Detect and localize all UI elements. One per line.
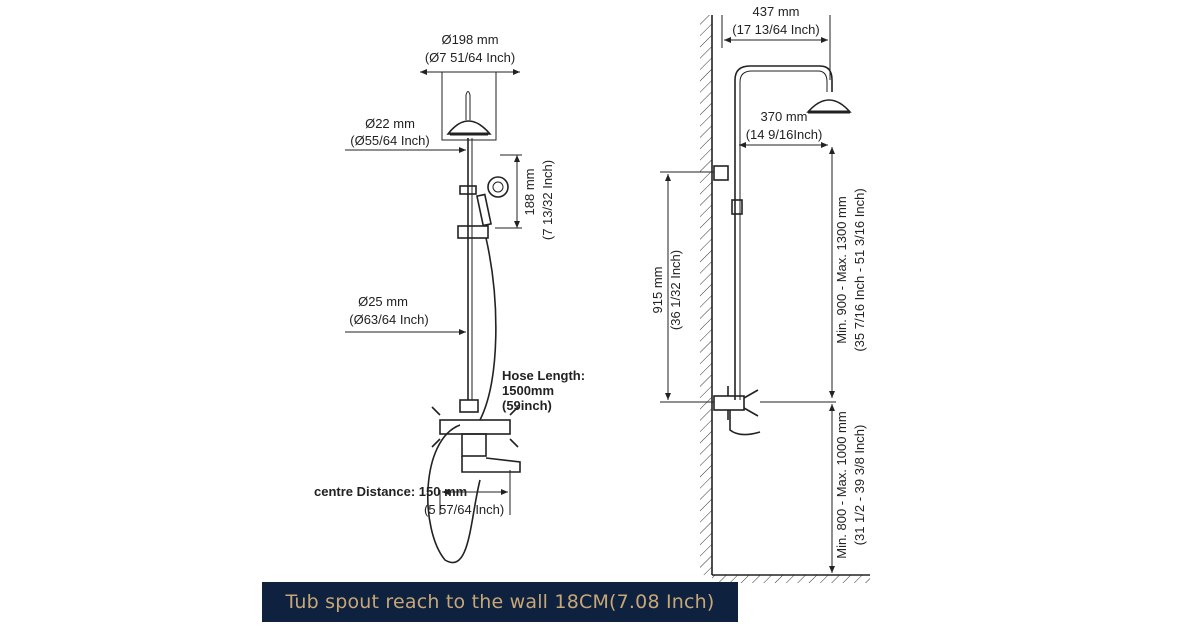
floor (712, 575, 870, 583)
handshower-height-label: 188 mm (522, 169, 537, 216)
side-tub-spout (729, 410, 761, 436)
hose-length-inch: (59inch) (502, 398, 552, 413)
valve-height-inch-label: (31 1/2 - 39 3/8 Inch) (852, 425, 867, 546)
wall (700, 15, 712, 575)
shower-head (446, 91, 492, 136)
side-shower-head (806, 99, 852, 113)
side-view: 437 mm (17 13/64 Inch) 370 mm (14 9/16In… (650, 4, 870, 583)
bracket-height-inch-label: (36 1/32 Inch) (668, 250, 683, 330)
shower-arm (734, 65, 833, 400)
tub-spout (461, 456, 521, 473)
riser-range-label: Min. 900 - Max. 1300 mm (834, 196, 849, 343)
wall-bracket (713, 165, 729, 181)
hose-length-label: Hose Length: (502, 368, 585, 383)
lower-pipe-label: Ø25 mm (358, 294, 408, 309)
riser-range-inch-label: (35 7/16 Inch - 51 3/16 Inch) (852, 188, 867, 351)
handshower-height-inch-label: (7 13/32 Inch) (540, 160, 555, 240)
upper-pipe-label: Ø22 mm (365, 116, 415, 131)
head-offset-inch-label: (14 9/16Inch) (746, 127, 823, 142)
lower-pipe-inch-label: (Ø63/64 Inch) (349, 312, 429, 327)
head-dimension-box (441, 71, 497, 141)
head-offset-label: 370 mm (761, 109, 808, 124)
hose-upper (479, 237, 497, 421)
head-diameter-inch-label: (Ø7 51/64 Inch) (425, 50, 515, 65)
side-mixer-valve (713, 386, 761, 436)
tub-spout-reach-banner: Tub spout reach to the wall 18CM(7.08 In… (262, 582, 738, 622)
mixer-valve (431, 399, 521, 473)
front-view: Ø198 mm (Ø7 51/64 Inch) Ø22 mm (Ø55/64 I… (314, 32, 585, 564)
centre-distance-inch: (5 57/64 Inch) (424, 502, 504, 517)
upper-pipe-inch-label: (Ø55/64 Inch) (350, 133, 430, 148)
valve-height-label: Min. 800 - Max. 1000 mm (834, 411, 849, 558)
arm-reach-inch-label: (17 13/64 Inch) (732, 22, 819, 37)
hand-shower (457, 176, 509, 239)
arm-reach-label: 437 mm (753, 4, 800, 19)
hose-loop (427, 424, 481, 564)
head-diameter-label: Ø198 mm (441, 32, 498, 47)
hose-length-mm: 1500mm (502, 383, 554, 398)
bracket-height-label: 915 mm (650, 267, 665, 314)
centre-distance-label: centre Distance: 150 mm (314, 484, 467, 499)
